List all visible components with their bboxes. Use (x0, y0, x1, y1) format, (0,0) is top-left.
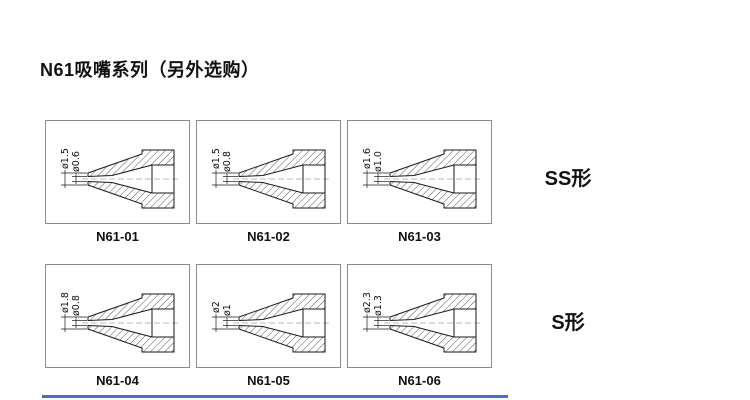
nozzle-cross-section-drawing: ø1.8 ø0.8 (60, 292, 179, 353)
nozzle-model-label: N61-06 (398, 373, 441, 388)
outer-diameter-label: ø1.6 (362, 148, 373, 169)
nozzle-model-label: N61-01 (96, 229, 139, 244)
nozzle-diagram: ø1.5 ø0.8 (196, 120, 341, 224)
nozzle-cell-n61-06: ø2.3 ø1.3 N61-06 (347, 264, 492, 388)
nozzle-model-label: N61-04 (96, 373, 139, 388)
nozzle-diagram: ø2 ø1 (196, 264, 341, 368)
inner-diameter-label: ø1 (222, 304, 233, 316)
inner-diameter-label: ø0.8 (71, 295, 82, 316)
nozzle-cross-section-drawing: ø1.5 ø0.8 (211, 148, 330, 209)
nozzle-row-ss: ø1.5 ø0.6 N61-01 ø1.5 ø0.8 N61-02 ø1.6 ø… (45, 120, 492, 244)
outer-diameter-label: ø1.5 (60, 148, 71, 169)
group-label-ss: SS形 (544, 168, 592, 190)
inner-diameter-label: ø1.0 (373, 151, 384, 172)
nozzle-diagram: ø1.6 ø1.0 (347, 120, 492, 224)
nozzle-row-s: ø1.8 ø0.8 N61-04 ø2 ø1 N61-05 ø2.3 ø1.3 … (45, 264, 492, 388)
group-label-s: S形 (551, 312, 585, 334)
nozzle-model-label: N61-05 (247, 373, 290, 388)
nozzle-cross-section-drawing: ø2 ø1 (211, 293, 330, 353)
nozzle-diagram: ø2.3 ø1.3 (347, 264, 492, 368)
nozzle-cross-section-drawing: ø1.6 ø1.0 (362, 148, 481, 209)
page-title: N61吸嘴系列（另外选购） (40, 60, 260, 80)
outer-diameter-label: ø2 (211, 301, 222, 313)
nozzle-diagram: ø1.5 ø0.6 (45, 120, 190, 224)
bottom-divider (42, 395, 508, 398)
outer-diameter-label: ø1.8 (60, 292, 71, 313)
nozzle-model-label: N61-03 (398, 229, 441, 244)
inner-diameter-label: ø1.3 (373, 295, 384, 316)
outer-diameter-label: ø2.3 (362, 292, 373, 313)
nozzle-cell-n61-02: ø1.5 ø0.8 N61-02 (196, 120, 341, 244)
nozzle-cell-n61-04: ø1.8 ø0.8 N61-04 (45, 264, 190, 388)
nozzle-cross-section-drawing: ø2.3 ø1.3 (362, 292, 481, 353)
nozzle-model-label: N61-02 (247, 229, 290, 244)
nozzle-diagram: ø1.8 ø0.8 (45, 264, 190, 368)
inner-diameter-label: ø0.6 (71, 151, 82, 172)
nozzle-cell-n61-05: ø2 ø1 N61-05 (196, 264, 341, 388)
nozzle-cross-section-drawing: ø1.5 ø0.6 (60, 148, 179, 209)
nozzle-cell-n61-03: ø1.6 ø1.0 N61-03 (347, 120, 492, 244)
outer-diameter-label: ø1.5 (211, 148, 222, 169)
inner-diameter-label: ø0.8 (222, 151, 233, 172)
nozzle-cell-n61-01: ø1.5 ø0.6 N61-01 (45, 120, 190, 244)
